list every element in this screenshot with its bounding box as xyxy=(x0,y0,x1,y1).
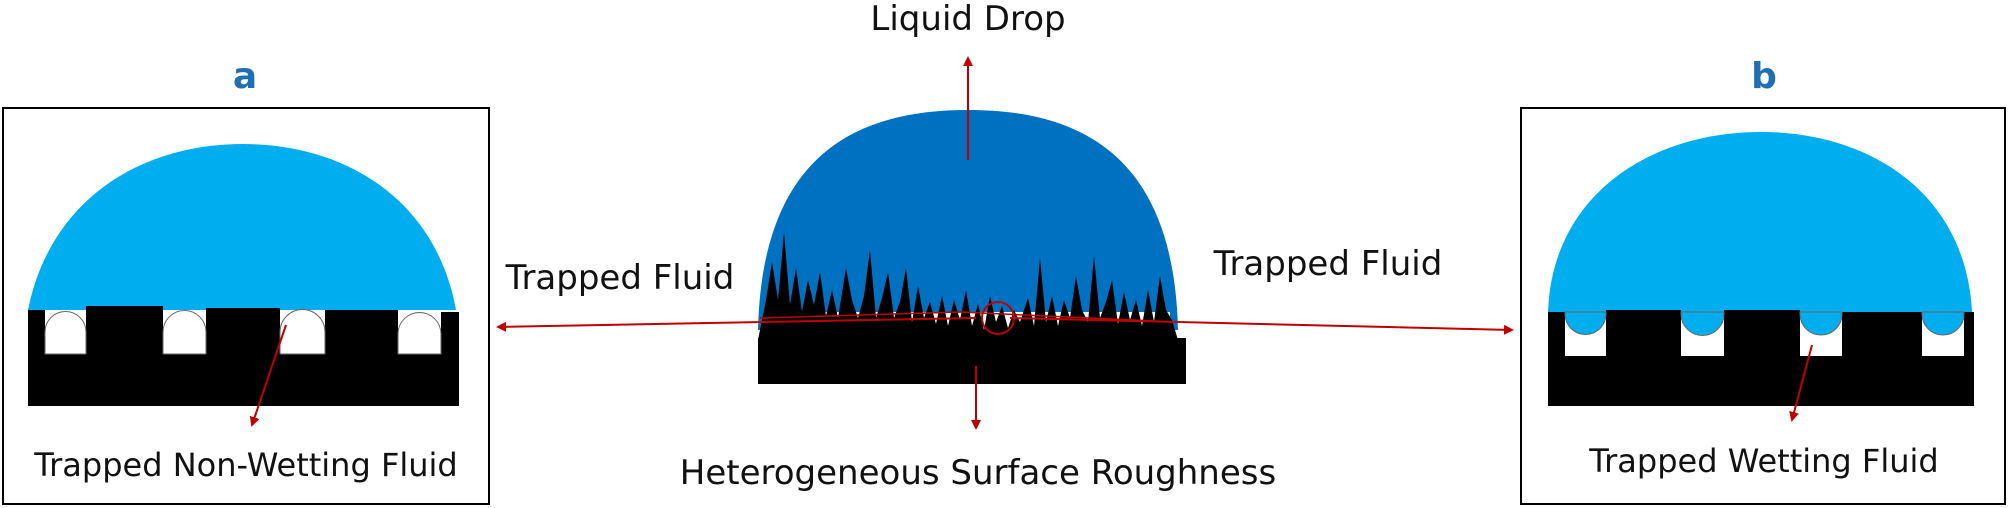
panel-a-illustration xyxy=(28,144,459,427)
trapped-wetting-pocket xyxy=(1799,311,1843,336)
trapped-non-wetting-pocket xyxy=(162,310,207,355)
arrow-to-panel-a xyxy=(496,317,977,332)
panel-b-caption: Trapped Wetting Fluid xyxy=(1588,442,1938,480)
trapped-wetting-pocket xyxy=(1680,311,1725,336)
center-substrate xyxy=(758,338,1186,384)
panel-b-solid-substrate xyxy=(1548,310,1974,406)
center-illustration xyxy=(758,110,1186,384)
panel-a-letter: a xyxy=(233,56,257,97)
panel-a-solid-substrate xyxy=(28,306,459,406)
panel-b-illustration xyxy=(1548,132,1974,422)
panel-a-droplet xyxy=(28,144,456,310)
liquid-drop-label: Liquid Drop xyxy=(870,0,1065,39)
arrow-to-panel-b xyxy=(1009,317,1514,335)
panel-b-letter: b xyxy=(1751,56,1777,97)
trapped-wetting-pocket xyxy=(1564,311,1607,335)
contact-line xyxy=(759,311,1177,323)
panel-b-droplet xyxy=(1548,132,1972,312)
trapped-fluid-left-label: Trapped Fluid xyxy=(505,258,735,298)
panel-a-frame xyxy=(2,107,490,505)
trapped-non-wetting-pocket xyxy=(44,311,87,355)
trapped-non-wetting-pocket xyxy=(397,312,442,355)
panel-a-caption: Trapped Non-Wetting Fluid xyxy=(33,446,457,484)
center-droplet xyxy=(758,110,1178,330)
trapped-fluid-right-label: Trapped Fluid xyxy=(1213,244,1443,284)
panel-a-pointer-arrow xyxy=(249,324,287,427)
heterogeneous-surface-roughness-label: Heterogeneous Surface Roughness xyxy=(680,453,1276,493)
trapped-non-wetting-pocket xyxy=(279,309,326,355)
panel-b-pointer-arrow xyxy=(1789,344,1813,422)
panel-b-frame xyxy=(1520,107,2006,505)
trapped-wetting-pocket xyxy=(1921,311,1965,336)
rough-surface-spikes xyxy=(758,232,1178,340)
